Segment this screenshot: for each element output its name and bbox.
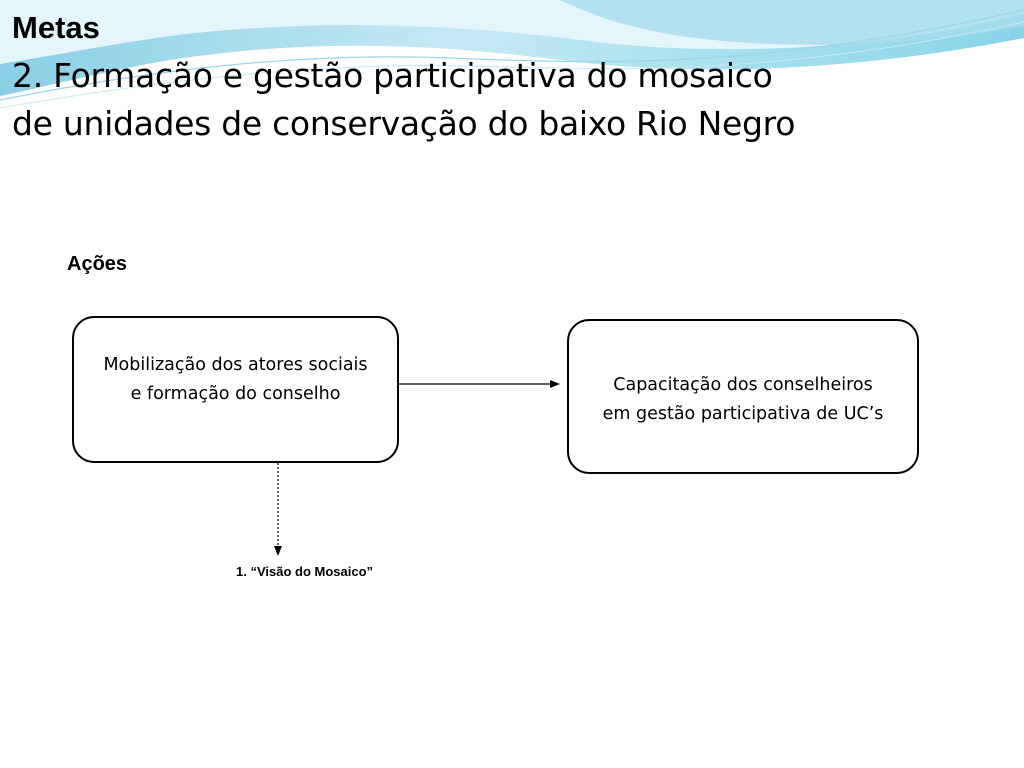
section-label-acoes: Ações <box>67 253 128 275</box>
box-capacitacao-line2: em gestão participativa de UC’s <box>602 404 884 424</box>
slide-title: Metas <box>12 10 100 45</box>
box-capacitacao-line1: Capacitação dos conselheiros <box>613 375 873 395</box>
outcome-label-visao-mosaico: 1. “Visão do Mosaico” <box>236 564 374 579</box>
slide-subtitle-line1: 2. Formação e gestão participativa do mo… <box>12 56 773 95</box>
box-capacitacao: Capacitação dos conselheiros em gestão p… <box>567 319 919 474</box>
box-mobilizacao-line1: Mobilização dos atores sociais <box>103 355 368 375</box>
box-mobilizacao-line2: e formação do conselho <box>130 384 341 404</box>
slide-subtitle-line2: de unidades de conservação do baixo Rio … <box>12 104 796 143</box>
decorative-wave-banner <box>0 0 1024 109</box>
box-mobilizacao: Mobilização dos atores sociais e formaçã… <box>72 316 399 463</box>
